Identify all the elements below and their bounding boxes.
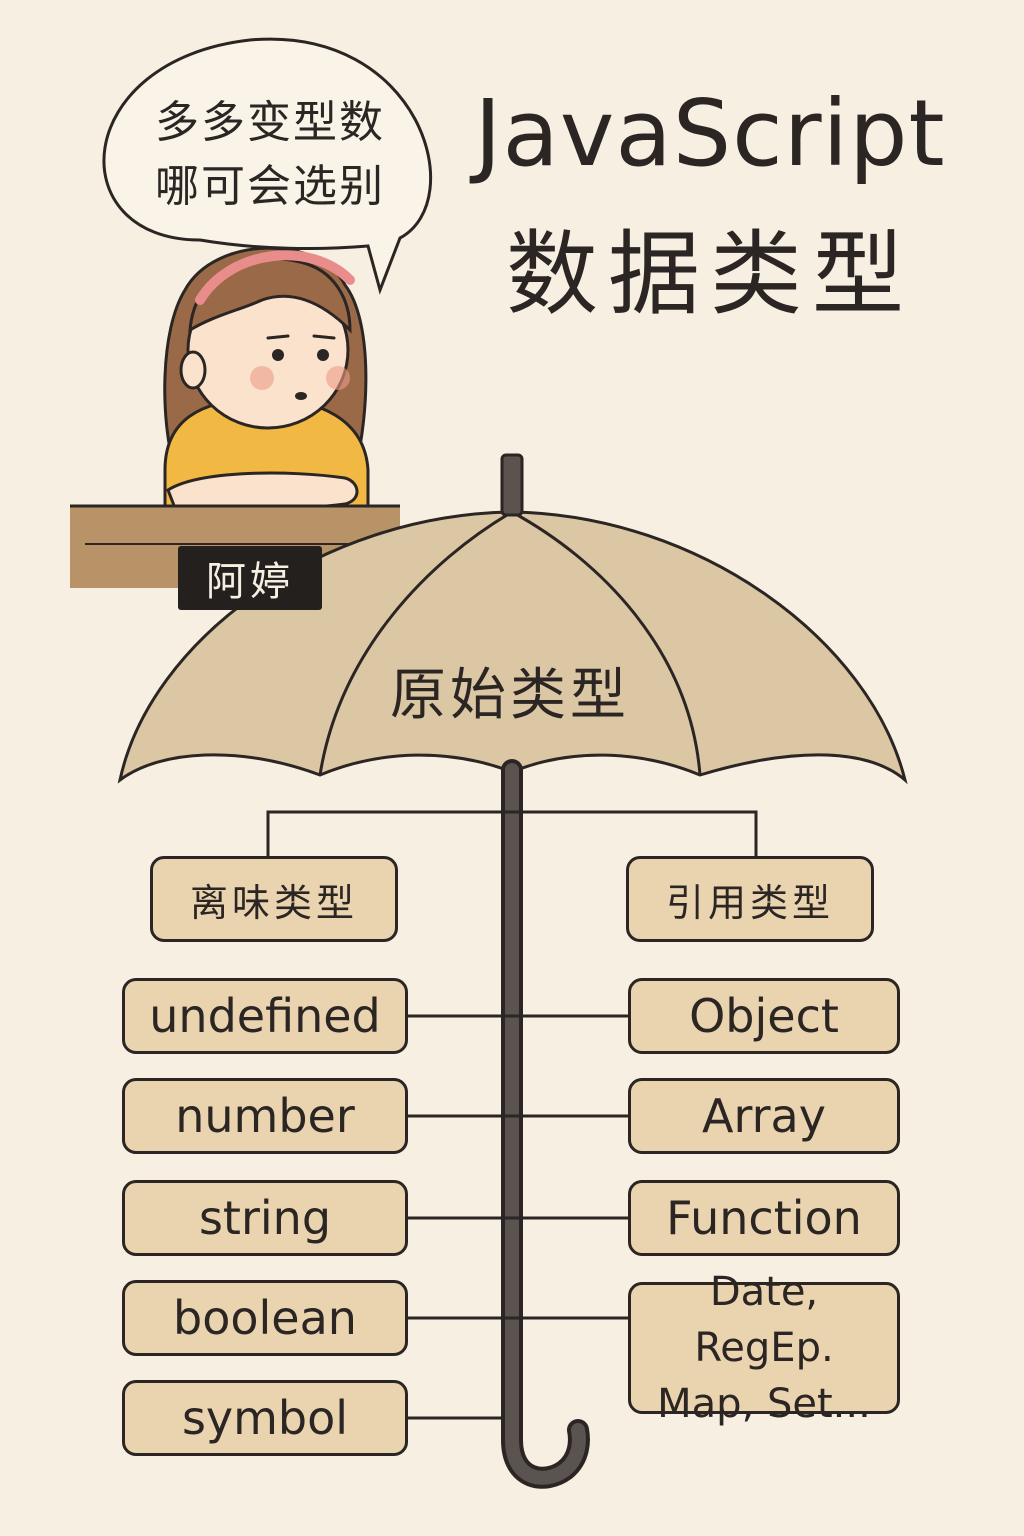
right-group-header: 引用类型 xyxy=(626,856,874,942)
character-name-tag: 阿婷 xyxy=(178,546,322,610)
left-item-number: number xyxy=(122,1078,408,1154)
speech-bubble-line-2: 哪可会选别 xyxy=(155,161,385,212)
left-item-symbol: symbol xyxy=(122,1380,408,1456)
left-item-boolean: boolean xyxy=(122,1280,408,1356)
title-line-1: JavaScript xyxy=(474,80,946,187)
left-item-undefined: undefined xyxy=(122,978,408,1054)
branch-lines xyxy=(266,810,758,856)
girl-character xyxy=(163,246,370,514)
umbrella-label: 原始类型 xyxy=(390,663,630,728)
left-item-string: string xyxy=(122,1180,408,1256)
left-group-header: 离味类型 xyxy=(150,856,398,942)
right-item-function: Function xyxy=(628,1180,900,1256)
title-line-2: 数据类型 xyxy=(505,221,914,328)
speech-bubble-line-1: 多多变型数 xyxy=(155,97,385,148)
connector-lines xyxy=(408,1014,628,1420)
speech-bubble xyxy=(102,37,433,295)
right-item-array: Array xyxy=(628,1078,900,1154)
umbrella-shaft xyxy=(500,453,590,1489)
right-item-builtins: Date, RegEp. Map, Set... xyxy=(628,1269,900,1427)
right-item-object: Object xyxy=(628,978,900,1054)
